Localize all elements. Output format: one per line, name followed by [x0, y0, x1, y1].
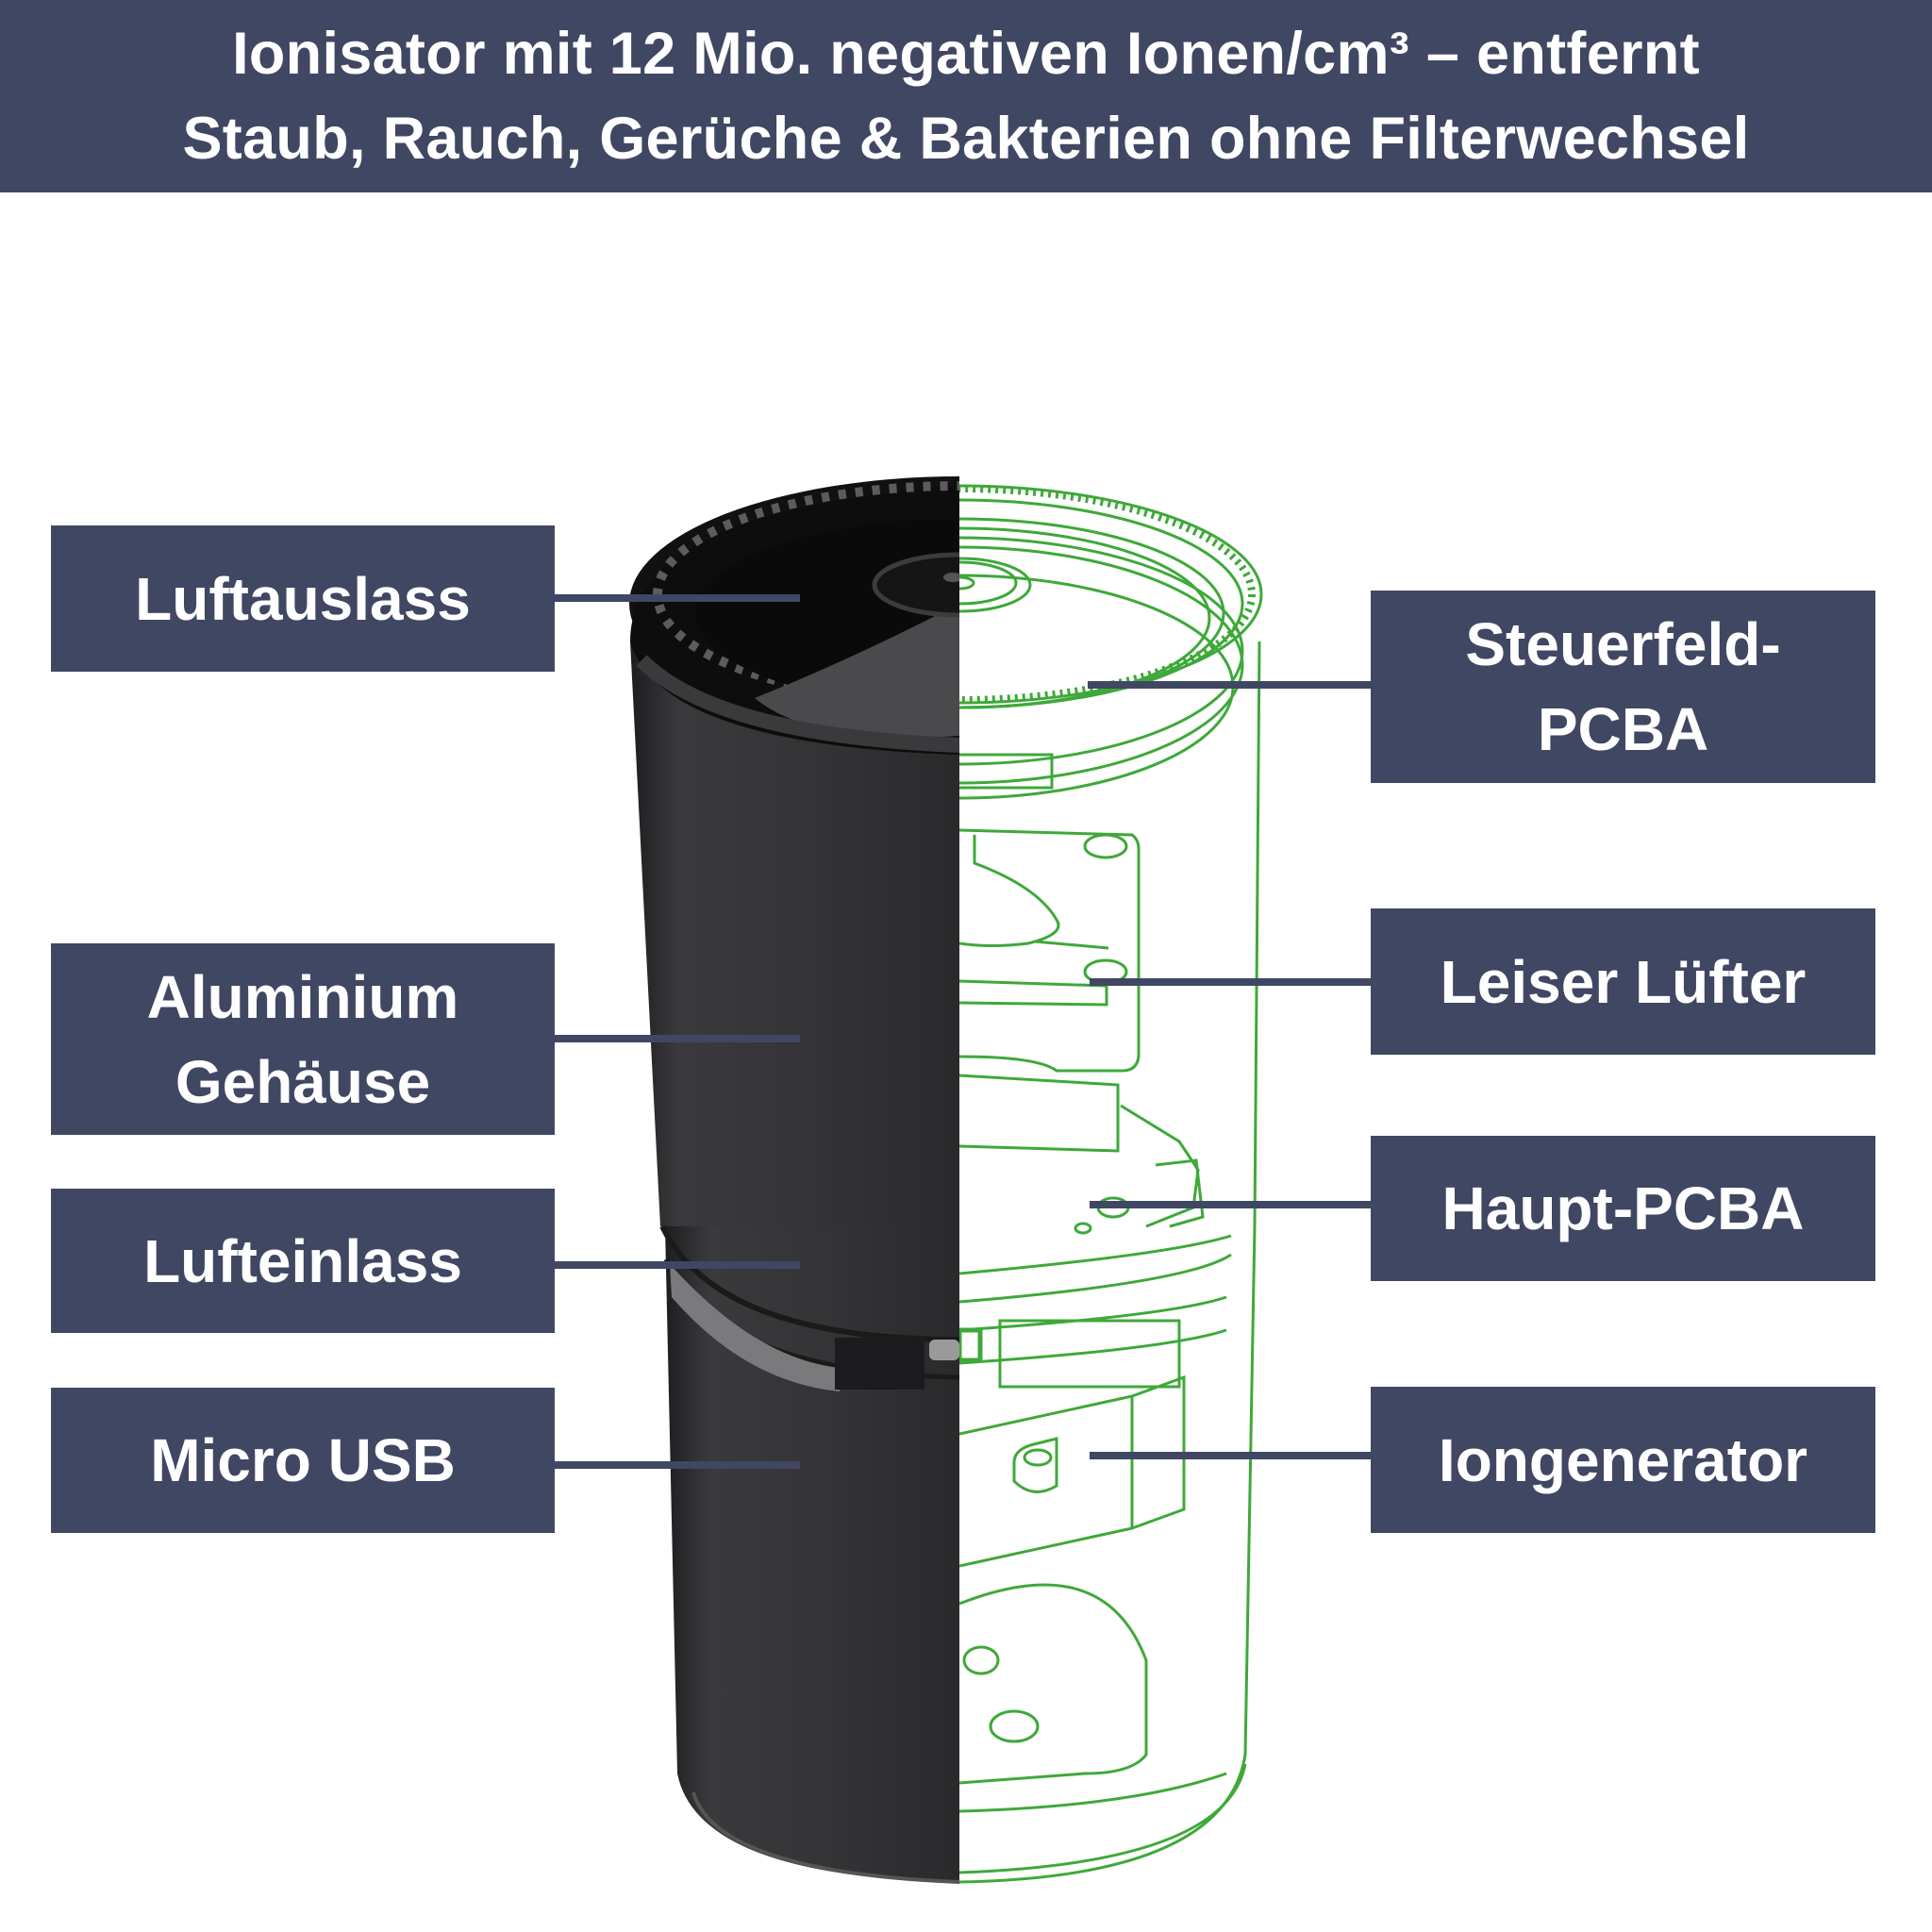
connector-haupt-pcba	[1090, 1201, 1371, 1208]
label-iongenerator: Iongenerator	[1371, 1387, 1875, 1533]
connector-lufteinlass	[555, 1261, 800, 1269]
label-steuerfeld-pcba: Steuerfeld- PCBA	[1371, 591, 1875, 783]
title-line-2: Staub, Rauch, Gerüche & Bakterien ohne F…	[182, 106, 1750, 172]
label-leiser-luefter: Leiser Lüfter	[1371, 908, 1875, 1055]
label-aluminium-gehaeuse: Aluminium Gehäuse	[51, 943, 555, 1135]
title-banner: Ionisator mit 12 Mio. negativen Ionen/cm…	[0, 0, 1932, 192]
title-line-1: Ionisator mit 12 Mio. negativen Ionen/cm…	[232, 21, 1700, 87]
device-exterior-half	[629, 476, 959, 1884]
connector-luftauslass	[555, 594, 800, 602]
connector-iongenerator	[1090, 1452, 1371, 1459]
connector-leiser-luefter	[1090, 978, 1371, 986]
device-cutaway-half	[959, 484, 1263, 1884]
connector-steuerfeld-pcba	[1088, 681, 1371, 689]
connector-aluminium-gehaeuse	[555, 1035, 800, 1042]
label-lufteinlass: Lufteinlass	[51, 1189, 555, 1333]
connector-micro-usb	[555, 1461, 800, 1469]
label-micro-usb: Micro USB	[51, 1388, 555, 1533]
label-haupt-pcba: Haupt-PCBA	[1371, 1136, 1875, 1281]
label-luftauslass: Luftauslass	[51, 525, 555, 672]
